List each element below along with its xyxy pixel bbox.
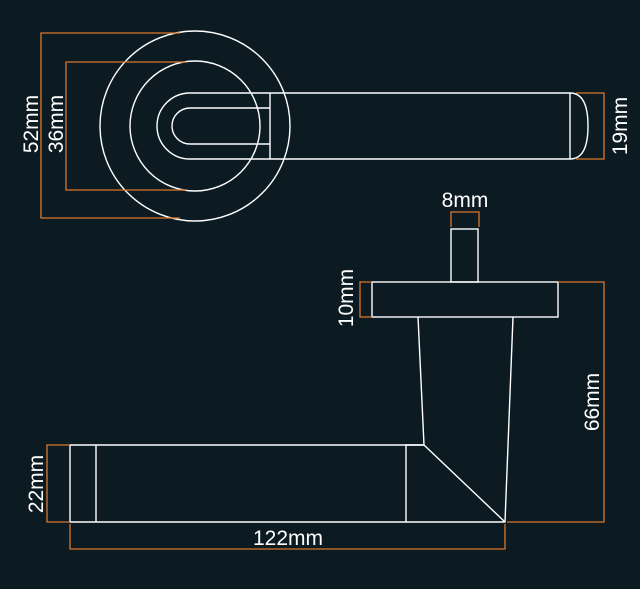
spindle: [450, 228, 479, 283]
top-view-dimensions: [40, 32, 605, 219]
lever-body-side: [69, 316, 514, 523]
side-view: [69, 228, 559, 523]
rose-inner-circle: [129, 60, 261, 192]
label-52mm: 52mm: [20, 95, 43, 153]
dim-10mm-bracket: [359, 281, 372, 318]
lever-joint-line: [405, 444, 424, 522]
label-8mm: 8mm: [442, 189, 489, 212]
lever-bevel-line: [423, 444, 506, 523]
dim-66mm-bracket: [507, 281, 605, 523]
label-66mm: 66mm: [581, 373, 604, 431]
label-122mm: 122mm: [253, 527, 323, 550]
dim-22mm-bracket: [46, 444, 70, 523]
label-10mm: 10mm: [335, 269, 358, 327]
lever-inner-loop: [171, 107, 270, 145]
label-19mm: 19mm: [609, 97, 632, 155]
dim-122mm-bracket: [69, 524, 506, 550]
dim-52mm-bracket: [40, 32, 180, 219]
rose-plate: [371, 281, 559, 318]
dim-36mm-bracket: [65, 61, 186, 191]
label-36mm: 36mm: [45, 95, 68, 153]
lever-outline-top: [156, 92, 589, 160]
side-view-dimensions: [46, 211, 605, 550]
top-view: [99, 30, 589, 222]
rose-outer-circle: [99, 30, 291, 222]
dim-19mm-bracket: [576, 92, 605, 160]
label-22mm: 22mm: [25, 455, 48, 513]
dim-8mm-bracket: [450, 211, 480, 227]
